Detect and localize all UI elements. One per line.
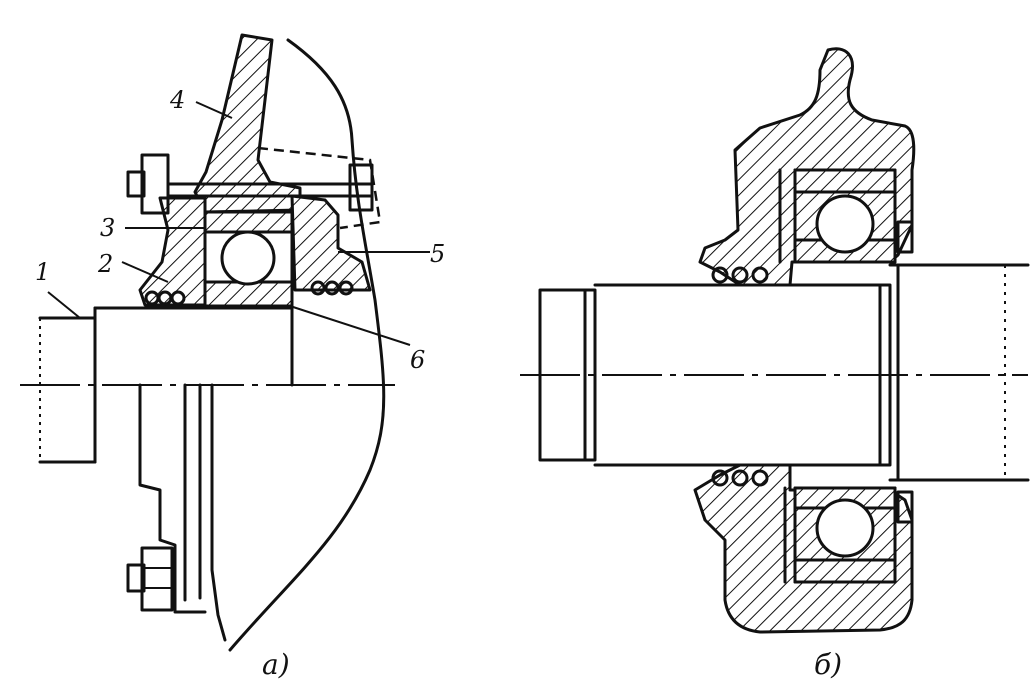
seal-b <box>711 168 914 584</box>
housing-right-a <box>290 194 372 292</box>
ball-top-b <box>815 194 875 254</box>
label-part-6: 6 <box>410 346 425 374</box>
ball-bottom-b <box>815 498 875 558</box>
leaders-a <box>47 101 430 346</box>
bearing-inner-ring-a <box>203 280 294 308</box>
bearing-outer-top-b <box>793 168 897 194</box>
label-part-1: 1 <box>35 258 50 286</box>
label-part-2: 2 <box>97 250 113 278</box>
shaft-b <box>538 263 1030 482</box>
view-b: б) <box>520 47 1030 681</box>
label-part-5: 5 <box>430 240 445 268</box>
seal-a <box>144 280 354 306</box>
label-part-3: 3 <box>100 214 115 242</box>
cover-outline-dashed <box>257 146 382 230</box>
ball-a <box>220 230 276 286</box>
bolt-lower-a <box>126 546 174 612</box>
wheel-web-a <box>138 383 227 642</box>
shaft-a <box>38 306 294 464</box>
label-part-4: 4 <box>169 86 185 114</box>
bearing-outer-bottom-b <box>793 558 897 584</box>
caption-view-a: а) <box>262 648 290 681</box>
caption-view-b: б) <box>814 648 842 681</box>
bearing-outer-ring-a <box>203 210 294 234</box>
view-a: 1 2 3 4 5 6 а) <box>20 33 445 681</box>
break-line-a <box>228 38 386 652</box>
